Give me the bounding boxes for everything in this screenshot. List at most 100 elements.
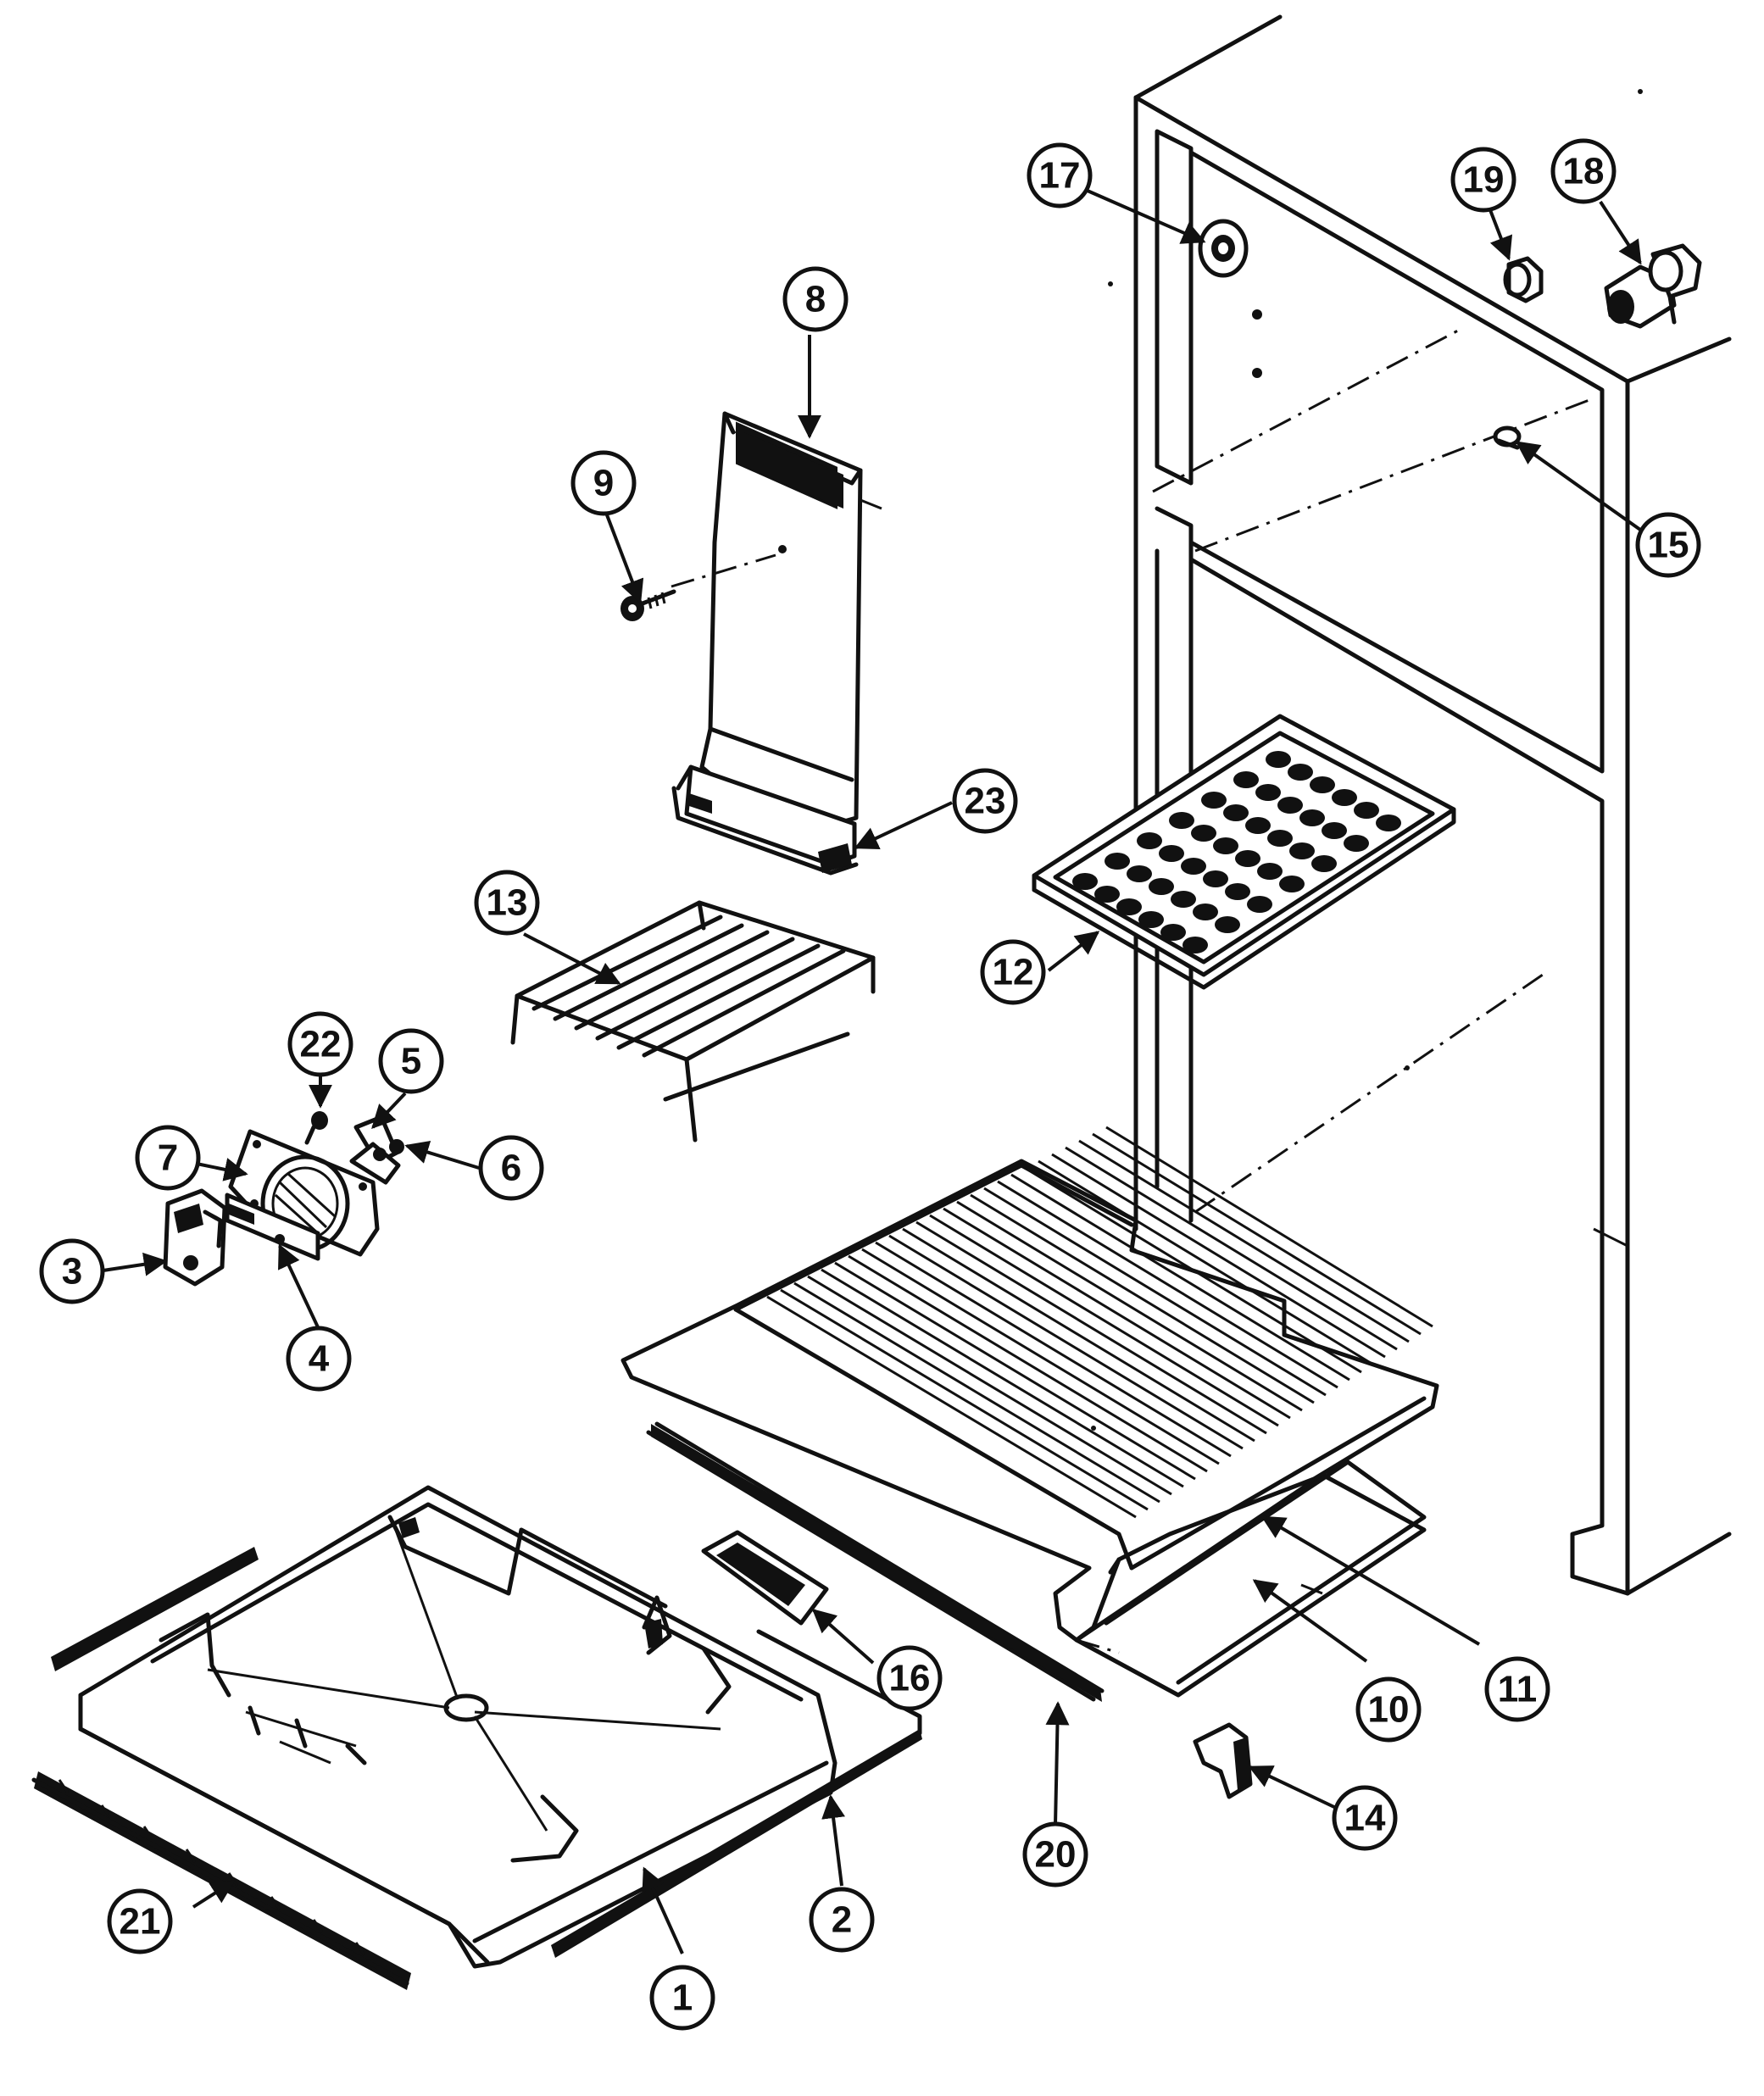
svg-text:19: 19 <box>1463 159 1505 201</box>
ice-cup <box>1267 830 1293 847</box>
ice-cup <box>1288 764 1313 781</box>
part-15-plug <box>1493 425 1522 450</box>
shelf-rib <box>1024 1166 1362 1374</box>
ice-cup <box>1193 903 1218 920</box>
ice-cup <box>1094 886 1120 903</box>
callout-23: 23 <box>952 768 1018 834</box>
callout-20: 20 <box>1022 1821 1088 1888</box>
ice-cup <box>1245 817 1271 834</box>
ice-cup <box>1354 802 1379 819</box>
shelf-rib <box>1065 1146 1398 1351</box>
ice-cup <box>1289 842 1315 859</box>
part-16-insert <box>701 1530 829 1626</box>
ice-cup <box>1149 878 1174 895</box>
callout-7: 7 <box>135 1125 201 1191</box>
part-10-shelf-panel <box>1074 1459 1427 1698</box>
ice-cup <box>1223 804 1249 821</box>
svg-text:8: 8 <box>805 279 826 320</box>
ice-cup <box>1277 797 1303 814</box>
callout-16: 16 <box>876 1645 943 1711</box>
ice-cup <box>1235 850 1260 867</box>
shelf-rib <box>848 1254 1208 1473</box>
callout-8: 8 <box>782 266 849 332</box>
callout-10: 10 <box>1355 1676 1422 1743</box>
part-3-motor <box>163 1188 227 1287</box>
part-12-ice-tray <box>1032 714 1456 990</box>
ice-cup <box>1201 792 1227 809</box>
part-11-shelf-frame <box>620 1126 1439 1654</box>
callout-14: 14 <box>1332 1785 1398 1851</box>
ice-cup <box>1247 896 1272 913</box>
svg-text:22: 22 <box>300 1024 342 1065</box>
left-side-rail <box>51 1547 259 1671</box>
callout-1: 1 <box>649 1965 715 2031</box>
callout-13: 13 <box>474 870 540 936</box>
ice-cup <box>1279 876 1305 892</box>
shelf-rib <box>780 1288 1149 1511</box>
svg-text:7: 7 <box>158 1137 178 1179</box>
svg-text:3: 3 <box>62 1251 82 1293</box>
ice-cup <box>1266 751 1291 768</box>
shelf-rib <box>1092 1132 1422 1336</box>
ice-cup <box>1181 858 1206 875</box>
ice-cup <box>1191 825 1216 842</box>
callout-12: 12 <box>980 939 1046 1005</box>
shelf-rib <box>902 1227 1255 1443</box>
callout-6: 6 <box>478 1135 544 1201</box>
ice-cup <box>1257 863 1283 880</box>
callout-18: 18 <box>1550 138 1617 204</box>
shelf-rib <box>1010 1173 1350 1382</box>
ice-cup <box>1127 865 1152 882</box>
part-9-screw <box>620 589 676 621</box>
ice-cup <box>1159 845 1184 862</box>
svg-text:6: 6 <box>501 1148 521 1189</box>
leader-lines <box>97 186 1642 1954</box>
ice-cup <box>1137 832 1162 849</box>
shelf-rib <box>834 1261 1196 1481</box>
ice-cup <box>1203 870 1228 887</box>
part-8-air-duct <box>671 411 882 876</box>
shelf-rib <box>929 1214 1279 1427</box>
ice-cup <box>1344 835 1369 852</box>
ice-cup <box>1311 855 1337 872</box>
svg-text:11: 11 <box>1498 1669 1538 1710</box>
ice-cup <box>1310 776 1335 793</box>
callout-5: 5 <box>378 1028 444 1094</box>
svg-text:12: 12 <box>993 952 1034 993</box>
svg-text:21: 21 <box>120 1901 161 1943</box>
shelf-rib <box>875 1241 1232 1458</box>
svg-text:16: 16 <box>889 1658 931 1699</box>
ice-cup <box>1169 812 1194 829</box>
shelf-rib <box>943 1207 1291 1420</box>
part-18-control <box>1604 243 1702 329</box>
ice-cup <box>1215 916 1240 933</box>
ice-cup <box>1105 853 1130 870</box>
svg-text:2: 2 <box>832 1899 852 1941</box>
part-7-fan-bracket <box>228 1129 380 1257</box>
ice-cup <box>1072 873 1098 890</box>
shelf-rib <box>888 1234 1244 1450</box>
callout-21: 21 <box>107 1888 173 1954</box>
ice-cup <box>1233 771 1259 788</box>
part-13-wire-shelf <box>510 900 876 1143</box>
ice-cup <box>1322 822 1347 839</box>
shelf-rib <box>970 1193 1315 1404</box>
part-20-trim-strip <box>646 1421 1105 1702</box>
svg-text:18: 18 <box>1563 151 1605 192</box>
shelf-rib <box>821 1268 1184 1488</box>
shelf-rib <box>983 1187 1327 1397</box>
part-14-bracket <box>1193 1722 1253 1799</box>
part-19-knob <box>1503 256 1544 303</box>
callout-2: 2 <box>809 1887 875 1953</box>
ice-cup <box>1138 911 1164 928</box>
ice-cup <box>1160 924 1186 941</box>
shelf-rib <box>1078 1139 1410 1343</box>
ice-cup <box>1225 883 1250 900</box>
cabinet-liner <box>1108 14 1732 1596</box>
callout-15: 15 <box>1635 512 1701 578</box>
callout-3: 3 <box>39 1238 105 1304</box>
callout-9: 9 <box>570 450 637 516</box>
ice-cup <box>1116 898 1142 915</box>
ice-cup <box>1376 814 1401 831</box>
ice-cup <box>1171 891 1196 908</box>
